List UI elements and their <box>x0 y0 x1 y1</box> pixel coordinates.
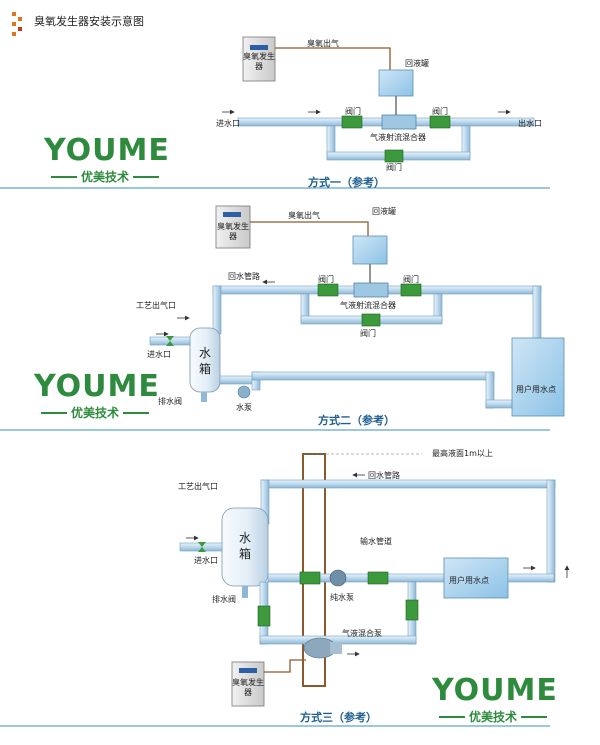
d1-mixer-label: 气液射流混合器 <box>370 133 426 142</box>
d3-inlet-label: 进水口 <box>194 556 218 565</box>
d2-drain-valve-label: 排水阀 <box>158 397 182 406</box>
d3-mix-pump-label: 气液混合泵 <box>342 629 382 638</box>
diagram3-graphic <box>0 453 570 727</box>
d3-max-level-label: 最高液面1m以上 <box>432 449 493 458</box>
logo-wordmark: YOUME <box>44 133 170 168</box>
d3-water-pipe-label: 输水管道 <box>360 537 392 546</box>
logo-tagline: 优美技术 <box>70 406 119 420</box>
d1-generator-label: 臭氧发生器 <box>243 52 275 71</box>
d2-tank-label: 回液罐 <box>372 207 396 216</box>
brand-logo-3: YOUME 优美技术 <box>432 673 558 725</box>
d1-valve-left-label: 阀门 <box>345 107 361 116</box>
d1-outlet-label: 出水口 <box>518 119 542 128</box>
d1-inlet-label: 进水口 <box>216 119 240 128</box>
d3-pure-pump-label: 纯水泵 <box>330 593 354 602</box>
d2-user-point-label: 用户用水点 <box>516 385 556 394</box>
d2-air-outlet-label: 工艺出气口 <box>136 301 176 310</box>
d3-caption: 方式三（参考） <box>300 711 377 724</box>
d1-mixer <box>381 114 417 130</box>
d1-valve-bottom <box>384 149 404 163</box>
d1-tank-label: 回液罐 <box>405 59 429 68</box>
d1-gas-line <box>275 47 391 70</box>
d2-ozone-out-label: 臭氧出气 <box>288 211 320 220</box>
d3-air-outlet-label: 工艺出气口 <box>178 482 218 491</box>
d1-ozone-out-label: 臭氧出气 <box>307 39 339 48</box>
logo-tagline: 优美技术 <box>80 170 129 184</box>
d2-pump-label: 水泵 <box>236 403 252 412</box>
corner-logo-icon <box>12 12 22 36</box>
logo-tagline: 优美技术 <box>468 710 517 724</box>
d1-valve-left <box>341 115 363 129</box>
logo-wordmark: YOUME <box>432 673 558 708</box>
d1-tank <box>378 69 414 97</box>
d2-valve-left-label: 阀门 <box>318 275 334 284</box>
d2-return-pipe-label: 回水管路 <box>228 272 260 281</box>
d2-valve-bottom-label: 阀门 <box>360 329 376 338</box>
d2-inlet-label: 进水口 <box>147 350 171 359</box>
d2-user-box <box>511 337 565 417</box>
brand-logo-2: YOUME 优美技术 <box>34 369 160 421</box>
d1-valve-bottom-label: 阀门 <box>386 163 402 172</box>
d1-generator-box <box>242 36 276 82</box>
d3-water-tank-label: 水箱 <box>238 531 251 561</box>
d1-valve-right <box>429 115 451 129</box>
d3-user-point-label: 用户用水点 <box>449 576 489 585</box>
diagram1-graphic <box>0 36 550 189</box>
diagram2-graphic <box>0 205 565 431</box>
d3-generator-label: 臭氧发生器 <box>232 678 264 697</box>
d2-caption: 方式二（参考） <box>318 414 395 427</box>
d3-drain-valve-label: 排水阀 <box>212 595 236 604</box>
d3-return-pipe-label: 回水管路 <box>368 471 400 480</box>
logo-wordmark: YOUME <box>34 369 160 404</box>
d2-generator-label: 臭氧发生器 <box>217 222 249 241</box>
d2-mixer-label: 气液射流混合器 <box>340 301 396 310</box>
d1-valve-right-label: 阀门 <box>432 107 448 116</box>
d1-caption: 方式一（参考） <box>308 176 385 189</box>
d2-water-tank-label: 水箱 <box>198 346 211 376</box>
brand-logo-1: YOUME 优美技术 <box>44 133 170 185</box>
page-title: 臭氧发生器安装示意图 <box>34 15 144 28</box>
d2-valve-right-label: 阀门 <box>403 275 419 284</box>
